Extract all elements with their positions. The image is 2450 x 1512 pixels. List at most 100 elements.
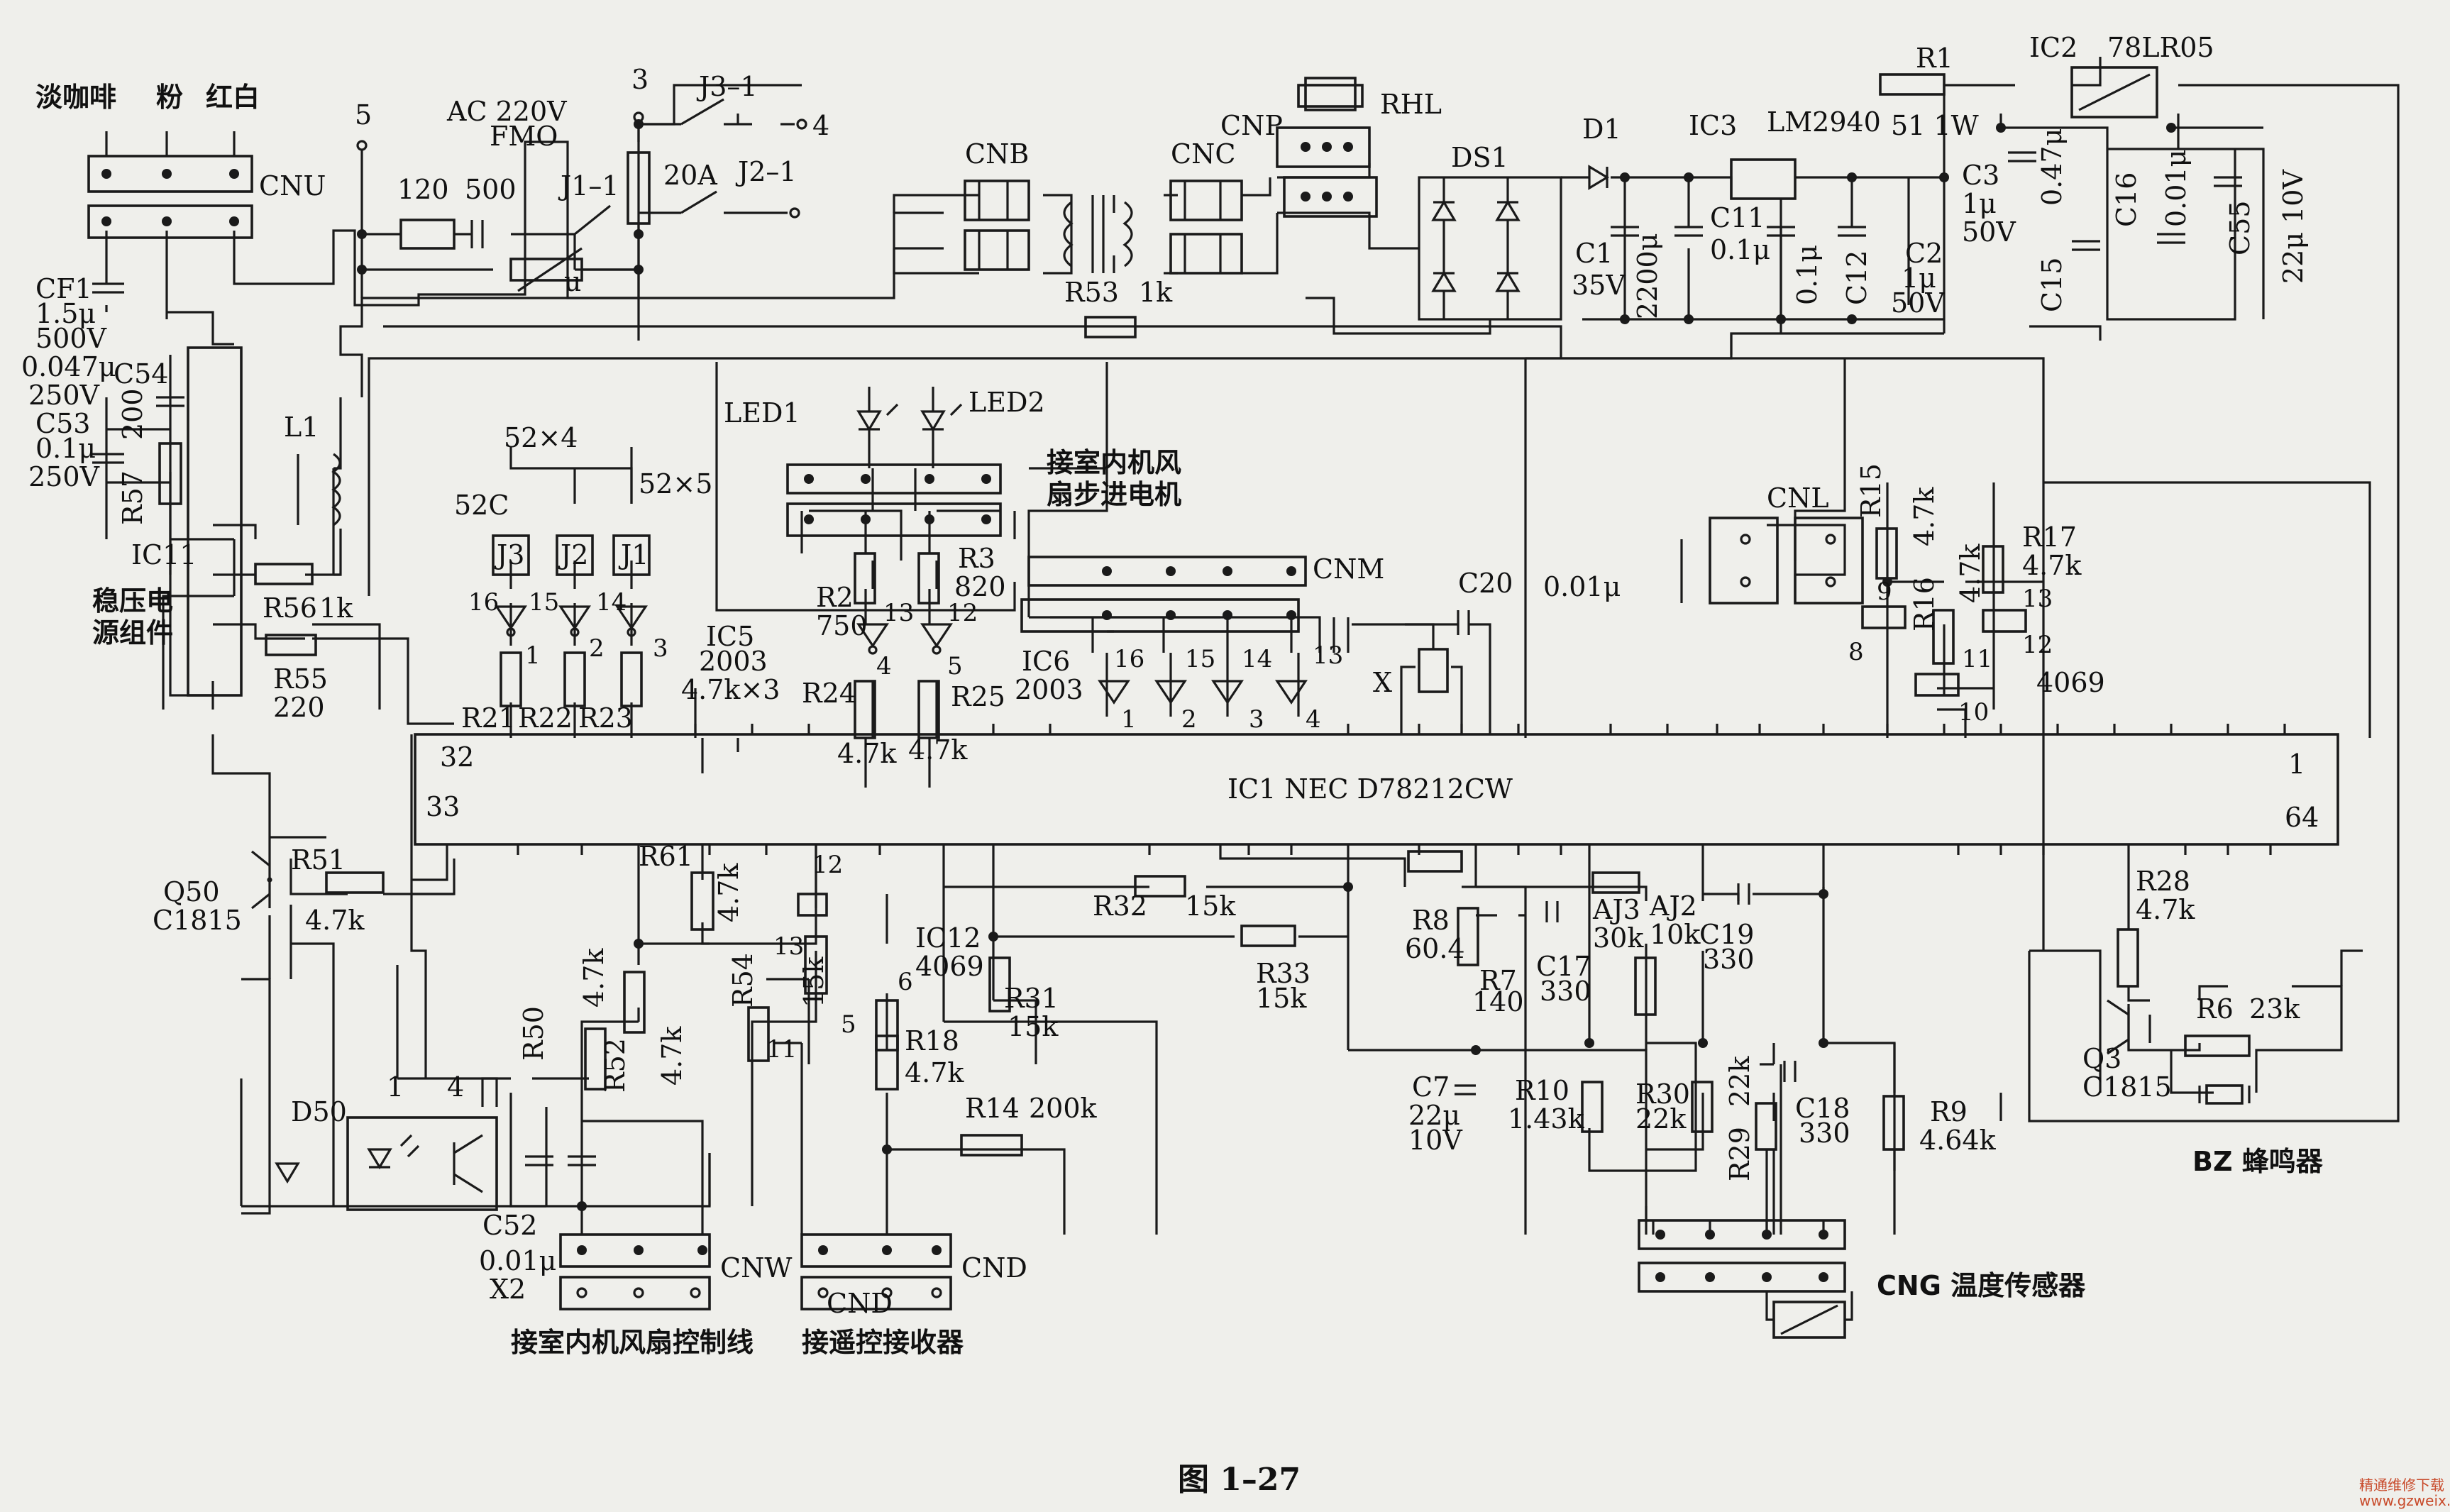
c54-value: 0.047μ xyxy=(21,351,116,382)
r3-label: R3 xyxy=(958,543,995,574)
relay-j3: J3 xyxy=(494,539,524,570)
c1-voltage: 35V xyxy=(1572,270,1626,301)
r10-value: 1.43k xyxy=(1508,1103,1585,1135)
watermark-url: www.gzweix.com xyxy=(2359,1492,2450,1509)
mcu-pin-64: 64 xyxy=(2285,802,2319,833)
l1-label: L1 xyxy=(284,412,319,443)
r30-label: R30 xyxy=(1635,1078,1690,1110)
c18-value: 330 xyxy=(1799,1118,1850,1149)
r23-label: R23 xyxy=(578,702,633,734)
r24-value: 4.7k xyxy=(837,738,897,769)
r52-value: 4.7k xyxy=(656,1026,688,1086)
ic5-part: 2003 xyxy=(699,646,768,677)
p52c-label: 52C xyxy=(454,490,509,521)
x2-label: X2 xyxy=(490,1274,526,1305)
cnu-plug-top xyxy=(87,155,253,193)
c12-value: 0.1μ xyxy=(1792,245,1823,305)
ic1-mcu xyxy=(414,733,2339,846)
ic12-part: 4069 xyxy=(915,951,984,982)
cnu-color-1: 淡咖啡 xyxy=(35,82,116,113)
ic3-label: IC3 xyxy=(1689,110,1737,141)
crystal-x: X xyxy=(1373,667,1392,698)
q3-label: Q3 xyxy=(2082,1043,2121,1074)
ic6-pin-15: 15 xyxy=(1185,645,1215,673)
ic6-pin-3: 3 xyxy=(1249,705,1264,734)
led1-label: LED1 xyxy=(724,397,800,429)
cf1-voltage: 500V xyxy=(35,323,107,354)
r31-value: 15k xyxy=(1008,1011,1059,1042)
r33-label: R33 xyxy=(1256,958,1310,989)
c15-label: C15 xyxy=(2036,258,2068,312)
r22-label: R22 xyxy=(518,702,573,734)
c18-label: C18 xyxy=(1795,1093,1850,1124)
r51-label: R51 xyxy=(291,844,346,876)
r28-value: 4.7k xyxy=(2136,894,2195,925)
cnu-color-2: 粉 xyxy=(156,82,183,113)
r10-label: R10 xyxy=(1515,1075,1569,1106)
ic5-pin-4: 4 xyxy=(876,652,892,680)
c55-value: 22μ 10V xyxy=(2278,170,2309,284)
c52-value: 0.01μ xyxy=(479,1245,556,1276)
c53-value: 0.1μ xyxy=(35,433,96,464)
ic12-label: IC12 xyxy=(915,922,981,954)
ic5-res: 4.7k×3 xyxy=(681,674,780,705)
r56-label: R56 xyxy=(263,592,317,624)
r52-label: R52 xyxy=(600,1038,631,1093)
cnu-plug-bottom xyxy=(87,204,253,239)
r25-label: R25 xyxy=(951,681,1005,712)
c53-voltage: 250V xyxy=(28,461,100,492)
motor-note-line2: 扇步进电机 xyxy=(1047,479,1181,510)
q3-part: C1815 xyxy=(2082,1071,2172,1103)
ic11-module xyxy=(187,346,243,697)
ic12-pin-13: 13 xyxy=(773,932,804,961)
c20-value: 0.01μ xyxy=(1543,571,1621,602)
c17-label: C17 xyxy=(1536,951,1591,982)
r7-value: 140 xyxy=(1472,986,1524,1017)
mcu-pin-33: 33 xyxy=(426,791,460,822)
r55-value: 220 xyxy=(273,692,325,723)
d1-label: D1 xyxy=(1582,114,1621,145)
r32-value: 15k xyxy=(1185,890,1236,922)
cng-note: CNG 温度传感器 xyxy=(1877,1270,2086,1301)
c16-label: C16 xyxy=(2111,172,2142,227)
ic12-pin-6: 6 xyxy=(898,968,913,996)
node-3: 3 xyxy=(631,64,649,95)
c20-label: C20 xyxy=(1458,568,1513,599)
cnd-label: CND xyxy=(827,1288,893,1319)
r61-value: 4.7k xyxy=(713,863,744,922)
r29-label: R29 xyxy=(1724,1127,1755,1181)
r25-value: 4.7k xyxy=(908,734,968,766)
ic6-pin-1: 1 xyxy=(1121,705,1137,734)
ic6-pin-2: 2 xyxy=(1181,705,1197,734)
r18-label: R18 xyxy=(905,1025,959,1056)
c17-value: 330 xyxy=(1540,976,1591,1007)
ic2-label: IC2 xyxy=(2029,32,2077,63)
ic5-pin-12: 12 xyxy=(947,599,978,627)
r8-label: R8 xyxy=(1412,905,1450,936)
relay-pin-16: 16 xyxy=(468,588,499,617)
ic3-part: LM2940 xyxy=(1767,106,1881,138)
r61-label: R61 xyxy=(639,841,693,872)
r2-value: 750 xyxy=(816,610,868,641)
r30-value: 22k xyxy=(1635,1103,1687,1135)
r32-label: R32 xyxy=(1093,890,1147,922)
pin-12: 12 xyxy=(2022,631,2053,659)
labels: 淡咖啡 粉 红白 CNU CF1 1.5μ 500V 0.047μ 250V C… xyxy=(21,32,2450,1509)
r-15k-vertical: 15k xyxy=(798,956,829,1008)
r2-label: R2 xyxy=(816,582,854,613)
r14-label: R14 xyxy=(965,1093,1020,1124)
c7-value: 22μ xyxy=(1408,1100,1460,1131)
c53-label: C53 xyxy=(35,408,90,439)
r6-label: R6 xyxy=(2196,993,2234,1025)
c54-label: C54 xyxy=(114,358,168,390)
c52-label: C52 xyxy=(482,1210,537,1241)
ic6-pin-13: 13 xyxy=(1313,641,1343,670)
r18-value: 4.7k xyxy=(905,1057,964,1088)
r56-value: 1k xyxy=(319,592,353,624)
fuse-rating: 20A xyxy=(663,160,717,191)
watermark-text: 精通维修下载 xyxy=(2359,1477,2444,1494)
relay-pin-1: 1 xyxy=(525,641,541,670)
r24-label: R24 xyxy=(802,678,856,709)
mcu-label: IC1 NEC D78212CW xyxy=(1227,773,1513,805)
ic5-label: IC5 xyxy=(706,621,754,652)
